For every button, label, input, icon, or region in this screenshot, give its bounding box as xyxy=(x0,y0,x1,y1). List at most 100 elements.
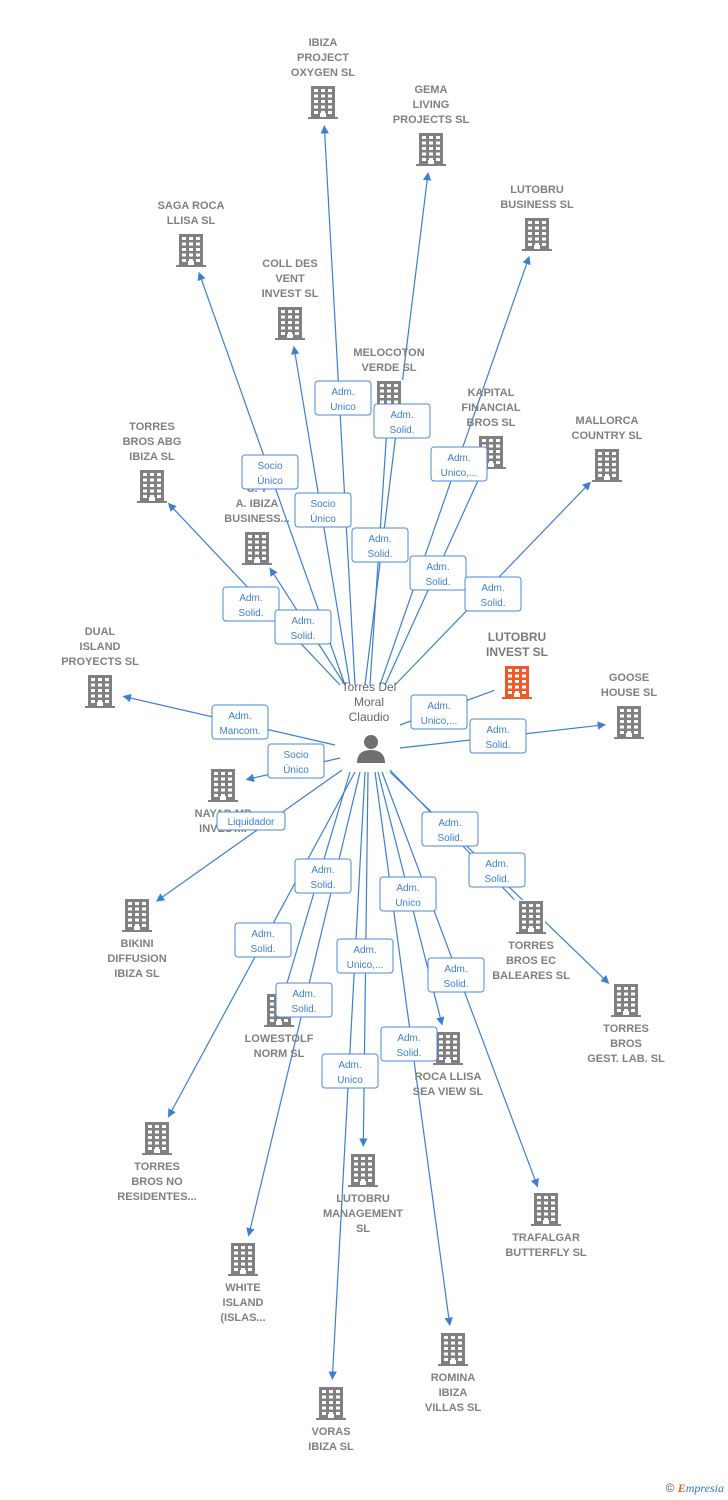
role-label-trafalgar[interactable]: Adm.Solid. xyxy=(427,957,485,993)
building-icon xyxy=(122,898,152,932)
company-label: IBIZA xyxy=(309,37,338,49)
company-label: ROCA LLISA xyxy=(415,1071,482,1083)
role-text: Unico,... xyxy=(347,960,384,971)
role-label-ct-ibiza[interactable]: Adm.Solid. xyxy=(274,609,332,645)
company-label: TORRES xyxy=(129,421,175,433)
copyright-symbol: © xyxy=(665,1481,675,1495)
role-label-lutobru-business[interactable]: Adm.Unico,... xyxy=(430,446,488,482)
role-text: Único xyxy=(257,474,283,487)
company-label: PROJECTS SL xyxy=(393,114,470,126)
company-label: GEST. LAB. SL xyxy=(587,1053,665,1065)
role-label-ibiza-project[interactable]: Adm.Unico xyxy=(314,380,372,416)
building-icon xyxy=(208,768,238,802)
role-label-torres-ec[interactable]: Adm.Solid. xyxy=(421,811,479,847)
company-label: RESIDENTES... xyxy=(117,1191,196,1203)
building-icon xyxy=(502,665,532,699)
role-text: Adm. xyxy=(481,583,504,594)
company-label: BALEARES SL xyxy=(492,970,570,982)
building-icon xyxy=(614,705,644,739)
building-icon xyxy=(531,1192,561,1226)
company-label: BUSINESS... xyxy=(224,513,289,525)
company-label: LOWESTOLF xyxy=(245,1033,314,1045)
building-icon xyxy=(142,1121,172,1155)
company-label: (ISLAS... xyxy=(220,1312,265,1324)
company-label: ISLAND xyxy=(80,641,121,653)
company-label: BROS NO xyxy=(131,1176,183,1188)
role-label-torres-no-res[interactable]: Adm.Solid. xyxy=(234,922,292,958)
role-text: Adm. xyxy=(444,964,467,975)
role-label-bikini[interactable]: Liquidador xyxy=(216,811,286,831)
role-label-roca-llisa[interactable]: Adm.Unico xyxy=(379,876,437,912)
building-icon xyxy=(438,1332,468,1366)
company-label: COUNTRY SL xyxy=(572,430,643,442)
role-label-lowestolf[interactable]: Adm.Solid. xyxy=(294,858,352,894)
role-label-goose-house[interactable]: Adm.Solid. xyxy=(469,718,527,754)
role-label-melocoton[interactable]: Adm. Solid. xyxy=(351,527,409,563)
company-label: BROS SL xyxy=(467,417,516,429)
role-label-lutobru-invest[interactable]: Adm.Unico,... xyxy=(410,694,468,730)
role-label-mallorca[interactable]: Adm.Solid. xyxy=(464,576,522,612)
company-label: PROJECT xyxy=(297,52,349,64)
role-text: Socio xyxy=(310,499,335,510)
footer-brand[interactable]: © Empresia xyxy=(666,1481,724,1496)
role-text: Único xyxy=(310,512,336,525)
role-label-kapital[interactable]: Adm.Solid. xyxy=(409,555,467,591)
role-labels-layer: Adm.UnicoAdm.Solid.Adm.Unico,...SocioÚni… xyxy=(211,380,527,1089)
role-text: Adm. xyxy=(486,725,509,736)
company-label: BUTTERFLY SL xyxy=(505,1247,587,1259)
role-label-torres-abg[interactable]: Adm.Solid. xyxy=(222,586,280,622)
company-label: LUTOBRU xyxy=(510,184,564,196)
company-node-ct-ibiza[interactable]: C. TA. IBIZABUSINESS... xyxy=(224,483,290,565)
role-label-gema-living[interactable]: Adm.Solid. xyxy=(373,403,431,439)
role-text: Mancom. xyxy=(219,726,260,737)
role-text: Adm. xyxy=(368,534,391,545)
role-text: Adm. xyxy=(390,410,413,421)
company-label: LIVING xyxy=(413,99,450,111)
role-text: Adm. xyxy=(427,701,450,712)
company-label: DIFFUSION xyxy=(107,953,166,965)
company-label: TORRES xyxy=(508,940,554,952)
person-name: Torres Del xyxy=(342,680,397,694)
building-icon xyxy=(137,469,167,503)
company-node-white-island[interactable]: WHITEISLAND(ISLAS... xyxy=(220,1242,266,1324)
role-label-lutobru-mgmt[interactable]: Adm.Unico,... xyxy=(336,938,394,974)
person-name: Moral xyxy=(354,695,384,709)
company-label: SAGA ROCA xyxy=(158,200,225,212)
role-label-romina[interactable]: Adm.Solid. xyxy=(380,1026,438,1062)
role-text: Solid. xyxy=(367,549,392,560)
role-label-dual-island[interactable]: Adm.Mancom. xyxy=(211,704,269,740)
role-label-voras[interactable]: Adm.Unico xyxy=(321,1053,379,1089)
role-label-torres-gest[interactable]: Adm.Solid. xyxy=(468,852,526,888)
company-label: MELOCOTON xyxy=(353,347,424,359)
role-label-white-island[interactable]: Adm.Solid. xyxy=(275,982,333,1018)
edge-line-bikini xyxy=(155,769,343,902)
role-text: Adm. xyxy=(396,883,419,894)
company-label: LUTOBRU xyxy=(488,630,546,644)
role-text: Adm. xyxy=(291,616,314,627)
